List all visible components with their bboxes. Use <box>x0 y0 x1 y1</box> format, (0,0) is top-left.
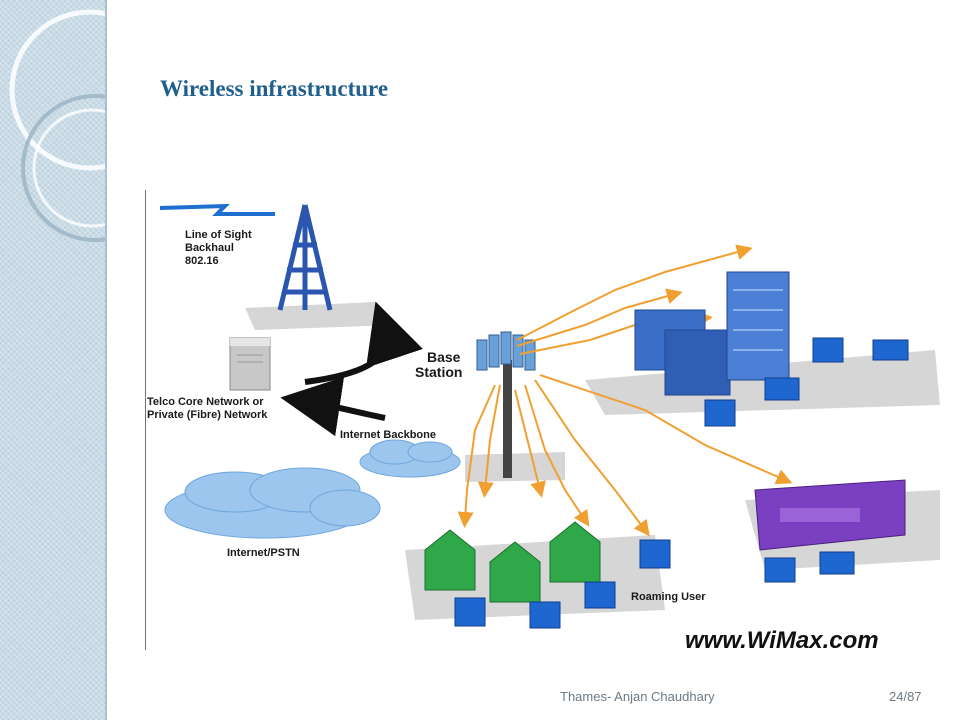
internet-pstn-label: Internet/PSTN <box>227 547 300 559</box>
server-icon <box>229 337 271 391</box>
houses-icon <box>424 521 601 603</box>
sidebar-circles <box>9 9 105 242</box>
decorative-sidebar <box>0 0 107 720</box>
large-cloud-icon <box>164 467 381 539</box>
backhaul-label-line2: Backhaul <box>185 242 234 254</box>
roaming-user-label: Roaming User <box>631 591 706 603</box>
internet-backbone-label: Internet Backbone <box>340 429 436 441</box>
backhaul-label-line1: Line of Sight <box>185 229 252 241</box>
small-cloud-icon <box>359 439 461 478</box>
slide-title: Wireless infrastructure <box>160 76 389 101</box>
wimax-watermark: www.WiMax.com <box>685 627 879 650</box>
base-station-label-line2: Station <box>415 364 462 380</box>
base-station-icon <box>476 331 536 478</box>
wimax-diagram: Line of Sight Backhaul 802.16 Telco Core… <box>145 190 940 650</box>
purple-building-icon <box>754 479 906 551</box>
footer-page-number: 24/87 <box>889 689 922 704</box>
base-station-label-line1: Base <box>427 349 461 365</box>
backhaul-label-line3: 802.16 <box>185 255 219 267</box>
telco-label-line2: Private (Fibre) Network <box>147 409 268 421</box>
wireless-links <box>457 244 793 537</box>
office-buildings-icon <box>634 271 790 396</box>
telco-label-line1: Telco Core Network or <box>147 396 264 408</box>
lightning-bolt-icon <box>159 203 275 216</box>
arrow-to-telco-icon <box>280 376 386 437</box>
computers-icon <box>454 337 909 629</box>
footer-author: Thames- Anjan Chaudhary <box>560 689 715 704</box>
arrow-to-tower-icon <box>304 301 423 385</box>
backhaul-tower-icon <box>277 204 333 311</box>
